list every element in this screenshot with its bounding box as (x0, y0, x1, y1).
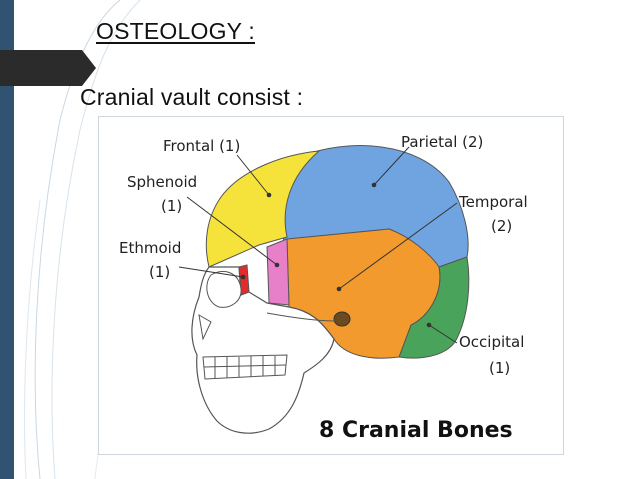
skull-diagram: Frontal (1) Parietal (2) Sphenoid (1) Te… (119, 133, 528, 443)
decor-line-3 (24, 199, 41, 479)
label-temporal-count: (2) (491, 217, 512, 235)
label-occipital-count: (1) (489, 359, 510, 377)
left-sidebar-bar (0, 0, 14, 479)
decor-line-1 (34, 0, 121, 479)
teeth (202, 354, 288, 380)
decor-line-2 (51, 0, 141, 479)
sphenoid-bone (266, 238, 290, 306)
label-sphenoid-count: (1) (161, 197, 182, 215)
nasal-cavity (198, 314, 212, 341)
label-ethmoid: Ethmoid (119, 239, 181, 257)
cranial-bones-figure: Frontal (1) Parietal (2) Sphenoid (1) Te… (98, 116, 564, 455)
label-ethmoid-count: (1) (149, 263, 170, 281)
leader-lines (178, 146, 458, 344)
label-occipital: Occipital (459, 333, 524, 351)
slide-heading: OSTEOLOGY : (96, 18, 255, 44)
figure-caption: 8 Cranial Bones (319, 418, 513, 443)
orbit (206, 271, 242, 308)
frontal-bone (205, 150, 321, 268)
title-arrow-tab (0, 50, 96, 86)
label-frontal: Frontal (1) (163, 137, 240, 155)
label-temporal: Temporal (458, 193, 528, 211)
facial-skeleton (191, 266, 335, 434)
slide-subheading: Cranial vault consist : (80, 84, 304, 110)
label-parietal: Parietal (2) (401, 133, 483, 151)
label-sphenoid: Sphenoid (127, 173, 197, 191)
zygomatic-arch (266, 312, 336, 322)
ear-canal (333, 311, 351, 327)
